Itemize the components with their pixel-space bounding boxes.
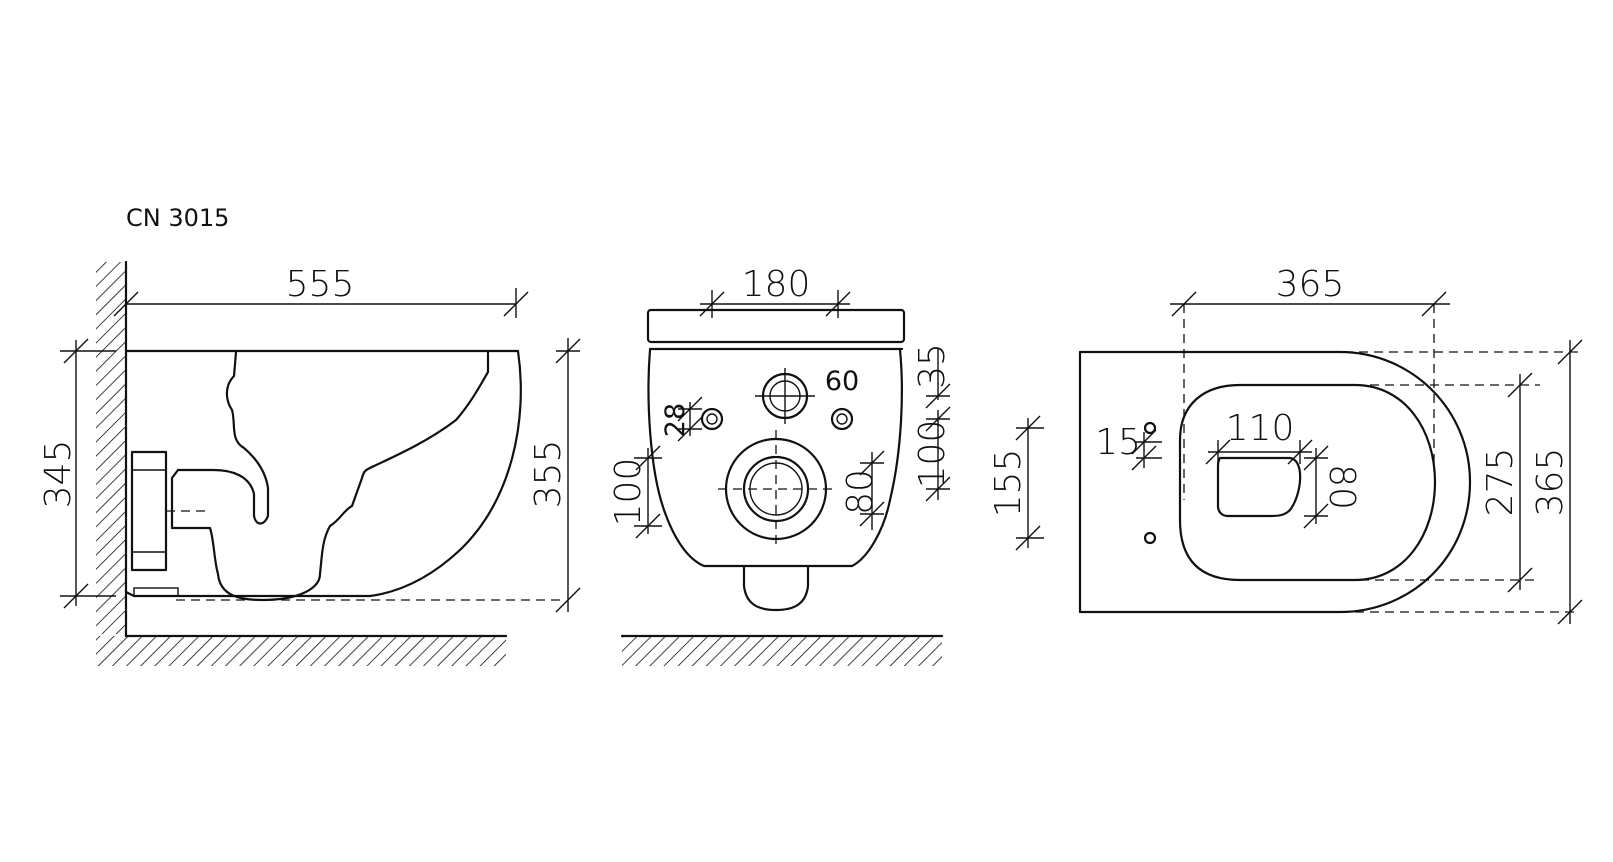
- wall-hatch: [96, 262, 126, 634]
- dim-opening-width: 110: [1226, 408, 1295, 449]
- bowl-side-outline: [124, 349, 522, 598]
- dim-height-front: 355: [528, 440, 569, 509]
- dim-outlet-height: 80: [840, 469, 881, 515]
- dim-top-width: 180: [742, 264, 811, 305]
- dim-inner-depth: 275: [1480, 448, 1521, 517]
- front-view: 180 60 35 100 80 28 100: [608, 264, 953, 666]
- bowl-opening: [1216, 456, 1302, 518]
- dim-hole-offset: 15: [1095, 422, 1141, 463]
- seat-hole-bottom: [1143, 531, 1157, 545]
- seat-hole-top: [1143, 421, 1157, 435]
- side-view: 555 345 355: [38, 260, 581, 666]
- bolt-hole-left: [700, 407, 724, 431]
- dim-opening-depth: 80: [1321, 464, 1362, 510]
- front-floor-hatch: [622, 636, 942, 666]
- dim-length: 555: [286, 264, 355, 305]
- dim-left-height: 100: [608, 458, 649, 527]
- top-view: 365 110 80 15 155 275: [988, 264, 1583, 625]
- seat-lid: [646, 308, 906, 344]
- bowl-top-outline: [1078, 350, 1472, 614]
- dim-height-rear: 345: [38, 440, 79, 509]
- dim-top-width-365: 365: [1276, 264, 1345, 305]
- dim-top-offset: 35: [912, 343, 953, 389]
- dim-pipe-diameter: 60: [825, 366, 859, 397]
- bolt-hole-right: [830, 407, 854, 431]
- dim-hole-spacing: 155: [988, 449, 1029, 518]
- dim-outer-depth: 365: [1530, 448, 1571, 517]
- floor-hatch: [96, 636, 506, 666]
- bowl-trapway: [170, 349, 490, 602]
- floor-foot: [133, 587, 179, 597]
- dim-right-height: 100: [912, 420, 953, 489]
- bowl-front-outline: [647, 348, 903, 568]
- dim-bolt-hole: 28: [660, 403, 691, 437]
- model-label: CN 3015: [126, 204, 229, 232]
